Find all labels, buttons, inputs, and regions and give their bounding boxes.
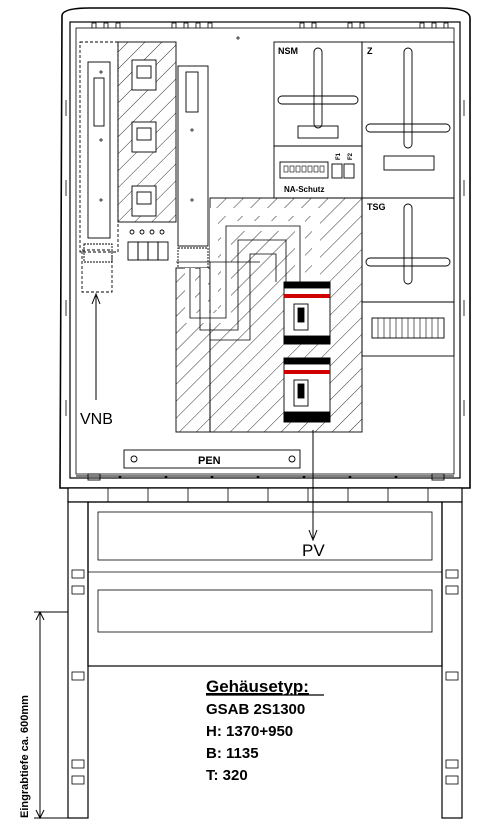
- f2-label: F2: [348, 152, 354, 160]
- depth-dimension: [34, 610, 68, 820]
- tsg-label: TSG: [367, 202, 386, 212]
- vnb-section: [79, 36, 240, 400]
- depth-label: Eingrabtiefe ca. 600mm: [19, 695, 31, 818]
- spec-model: GSAB 2S1300: [206, 701, 305, 718]
- f1-label: F1: [336, 152, 342, 160]
- spec-width: B: 1135: [206, 745, 259, 762]
- spec-height: H: 1370+950: [206, 723, 293, 740]
- pen-label: PEN: [198, 455, 221, 467]
- pv-arrow: [308, 430, 318, 542]
- nsm-label: NSM: [278, 46, 298, 56]
- na-schutz-label: NA-Schutz: [284, 185, 324, 194]
- bottom-rail: [76, 473, 454, 481]
- pen-bar: [123, 449, 301, 469]
- spec-title: Gehäusetyp:: [206, 677, 309, 696]
- pv-breakers: [283, 281, 331, 423]
- spec-depth: T: 320: [206, 767, 248, 784]
- base-socket: [67, 487, 463, 819]
- pv-label: PV: [302, 541, 325, 560]
- vnb-label: VNB: [80, 411, 113, 428]
- right-panels: [273, 41, 455, 357]
- z-label: Z: [367, 46, 373, 56]
